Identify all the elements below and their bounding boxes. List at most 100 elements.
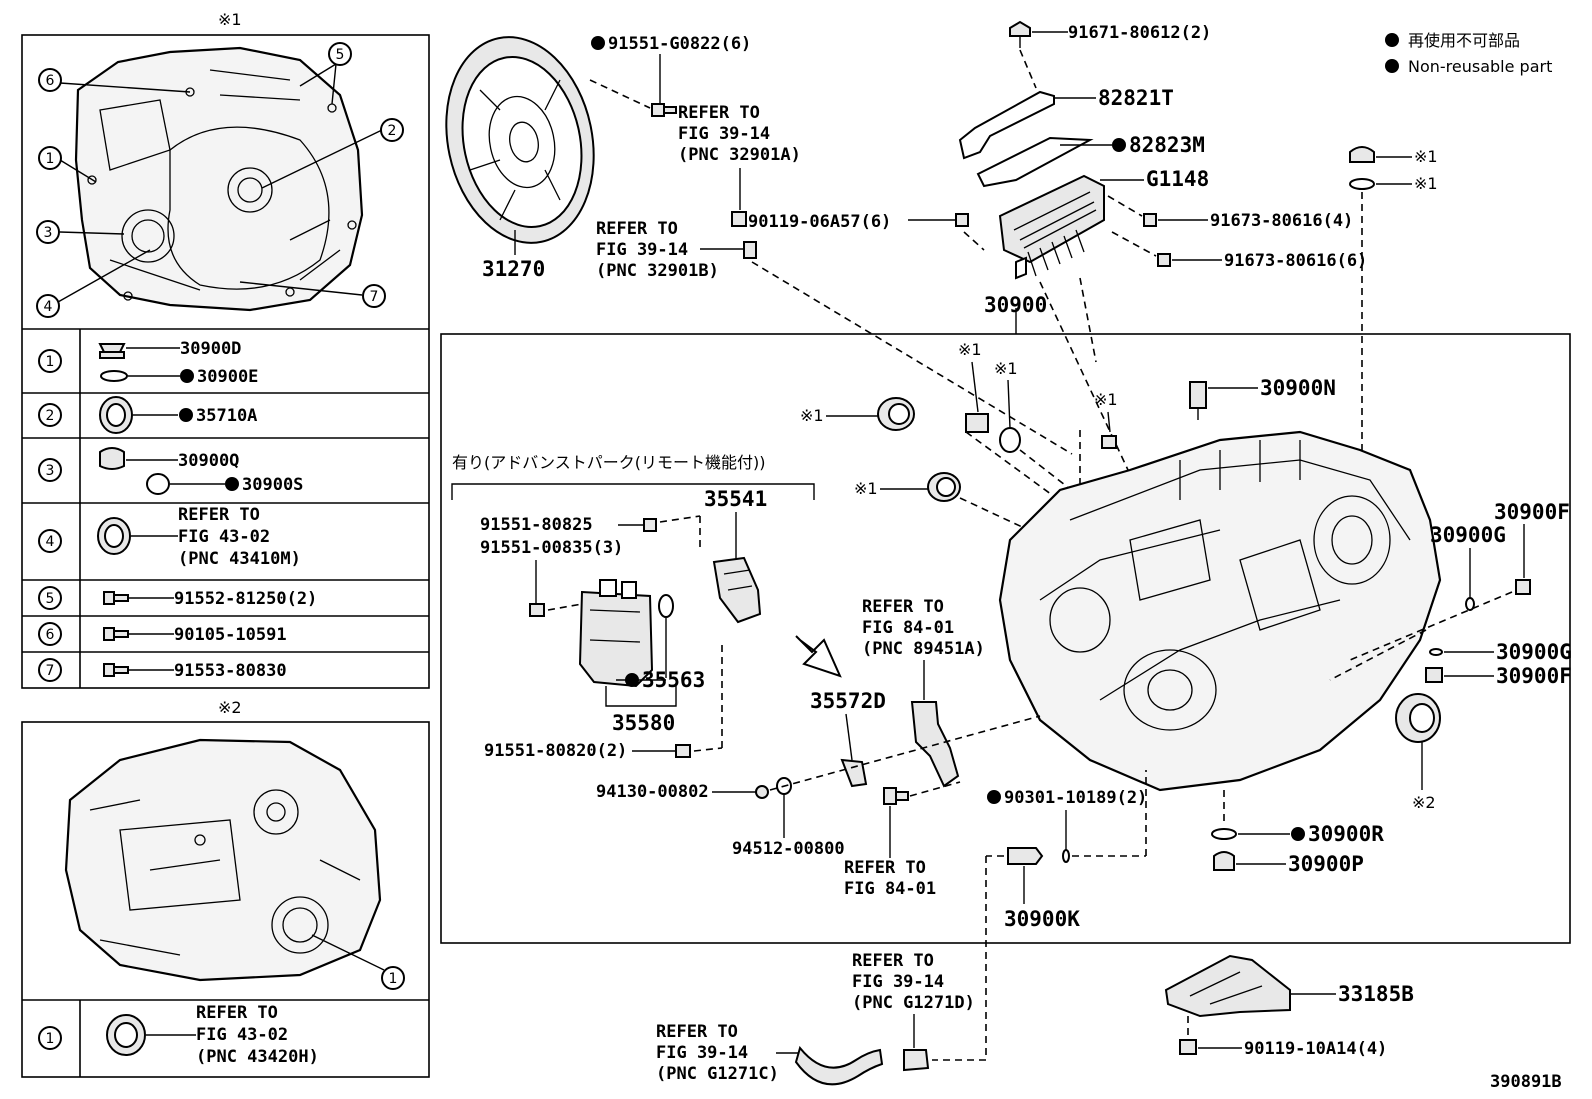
refer-89451A-2: FIG 84-01 <box>862 618 954 638</box>
inset-2-refer-2: FIG 43-02 <box>196 1025 288 1045</box>
row-1-part-a: 30900D <box>180 339 241 359</box>
refer-G1271D-1: REFER TO <box>852 951 934 971</box>
row-3-part-a: 30900Q <box>178 451 239 471</box>
transaxle-housing-illustration <box>74 46 364 312</box>
label-30900: 30900 <box>984 293 1047 317</box>
refer-32901A-3: (PNC 32901A) <box>678 145 801 165</box>
row-4-refer-3: (PNC 43410M) <box>178 549 301 569</box>
housing-rear-illustration <box>64 738 382 982</box>
label-90301: 90301-10189(2) <box>1004 788 1147 808</box>
row-4-refer-1: REFER TO <box>178 505 260 525</box>
inset-2-refer-3: (PNC 43420H) <box>196 1047 319 1067</box>
label-30900K: 30900K <box>1004 907 1080 931</box>
inset-1: ※1 6 <box>21 10 430 689</box>
refer-G1271C-3: (PNC G1271C) <box>656 1064 779 1084</box>
inset-2: ※2 1 1 REFER TO FIG 43-02 (PNC 43420H) <box>21 698 430 1078</box>
legend-jp: 再使用不可部品 <box>1408 31 1520 50</box>
row-5-part: 91552-81250(2) <box>174 589 317 609</box>
inset-2-mark: ※2 <box>218 698 242 717</box>
mark-1-f: ※1 <box>1094 390 1118 409</box>
inset-2-row-1-num: 1 <box>46 1031 55 1047</box>
label-91551-80820: 91551-80820(2) <box>484 741 627 761</box>
inset-1-mark: ※1 <box>218 10 242 29</box>
refer-G1271C-1: REFER TO <box>656 1022 738 1042</box>
refer-84-01-2: FIG 84-01 <box>844 879 936 899</box>
label-31270: 31270 <box>482 257 545 281</box>
label-90119-06A57: 90119-06A57(6) <box>748 212 891 232</box>
transaxle-assembly-illustration <box>998 430 1442 792</box>
inset-2-refer-1: REFER TO <box>196 1003 278 1023</box>
refer-89451A-3: (PNC 89451A) <box>862 639 985 659</box>
label-91551-80825: 91551-80825 <box>480 515 593 535</box>
callout-6: 6 <box>46 73 55 89</box>
callout-1: 1 <box>46 151 55 167</box>
direction-arrow-icon <box>795 635 842 678</box>
mark-2-a: ※2 <box>1412 793 1436 812</box>
refer-32901B-1: REFER TO <box>596 219 678 239</box>
row-2-part: 35710A <box>196 406 257 426</box>
row-6-part: 90105-10591 <box>174 625 287 645</box>
label-35541: 35541 <box>704 487 767 511</box>
label-91551-00835: 91551-00835(3) <box>480 538 623 558</box>
label-82821T: 82821T <box>1098 86 1174 110</box>
legend: 再使用不可部品 Non-reusable part <box>1385 31 1552 76</box>
row-1-num: 1 <box>46 354 55 370</box>
label-35572D: 35572D <box>810 689 886 713</box>
legend-en: Non-reusable part <box>1408 57 1552 76</box>
label-35580: 35580 <box>612 711 675 735</box>
label-33185B: 33185B <box>1338 982 1414 1006</box>
row-2-num: 2 <box>46 408 55 424</box>
refer-G1271C-2: FIG 39-14 <box>656 1043 748 1063</box>
callout-7: 7 <box>370 289 379 305</box>
row-7-part: 91553-80830 <box>174 661 287 681</box>
mark-1-b: ※1 <box>1414 174 1438 193</box>
label-91671: 91671-80612(2) <box>1068 23 1211 43</box>
mark-1-c: ※1 <box>800 406 824 425</box>
refer-G1271D-3: (PNC G1271D) <box>852 993 975 1013</box>
label-94130: 94130-00802 <box>596 782 709 802</box>
row-7-num: 7 <box>46 663 55 679</box>
main-assembly-frame <box>440 333 1571 944</box>
row-3-num: 3 <box>46 463 55 479</box>
row-3-part-b: 30900S <box>242 475 303 495</box>
label-90119-10A14: 90119-10A14(4) <box>1244 1039 1387 1059</box>
callout-2: 2 <box>388 123 397 139</box>
mark-1-d: ※1 <box>958 340 982 359</box>
mark-1-g: ※1 <box>854 479 878 498</box>
label-94512: 94512-00800 <box>732 839 845 859</box>
label-35563: 35563 <box>642 668 705 692</box>
label-G1148: G1148 <box>1146 167 1209 191</box>
row-6-num: 6 <box>46 627 55 643</box>
label-30900P: 30900P <box>1288 852 1364 876</box>
label-30900N: 30900N <box>1260 376 1336 400</box>
inset-2-callout-1: 1 <box>389 971 398 987</box>
callout-3: 3 <box>44 225 53 241</box>
row-1-part-b: 30900E <box>197 367 258 387</box>
label-91673-4: 91673-80616(4) <box>1210 211 1353 231</box>
sub-group-title: 有り(アドバンストパーク(リモート機能付)) <box>452 453 765 472</box>
refer-32901A-1: REFER TO <box>678 103 760 123</box>
label-30900G-top: 30900G <box>1430 523 1506 547</box>
label-30900F-top: 30900F <box>1494 500 1570 524</box>
mark-1-e: ※1 <box>994 359 1018 378</box>
label-82823M: 82823M <box>1129 133 1205 157</box>
refer-32901B-2: FIG 39-14 <box>596 240 688 260</box>
label-30900G-bot: 30900G <box>1496 640 1572 664</box>
callout-5: 5 <box>336 47 345 63</box>
refer-89451A-1: REFER TO <box>862 597 944 617</box>
refer-84-01-1: REFER TO <box>844 858 926 878</box>
label-30900R: 30900R <box>1308 822 1384 846</box>
label-91551-G0822: 91551-G0822(6) <box>608 34 751 54</box>
row-4-refer-2: FIG 43-02 <box>178 527 270 547</box>
refer-G1271D-2: FIG 39-14 <box>852 972 944 992</box>
label-30900F-bot: 30900F <box>1496 664 1572 688</box>
refer-32901B-3: (PNC 32901B) <box>596 261 719 281</box>
valve-body-G1148 <box>998 174 1105 280</box>
row-5-num: 5 <box>46 591 55 607</box>
label-91673-6: 91673-80616(6) <box>1224 251 1367 271</box>
mark-1-a: ※1 <box>1414 147 1438 166</box>
row-4-num: 4 <box>46 534 55 550</box>
refer-32901A-2: FIG 39-14 <box>678 124 770 144</box>
callout-4: 4 <box>44 299 53 315</box>
